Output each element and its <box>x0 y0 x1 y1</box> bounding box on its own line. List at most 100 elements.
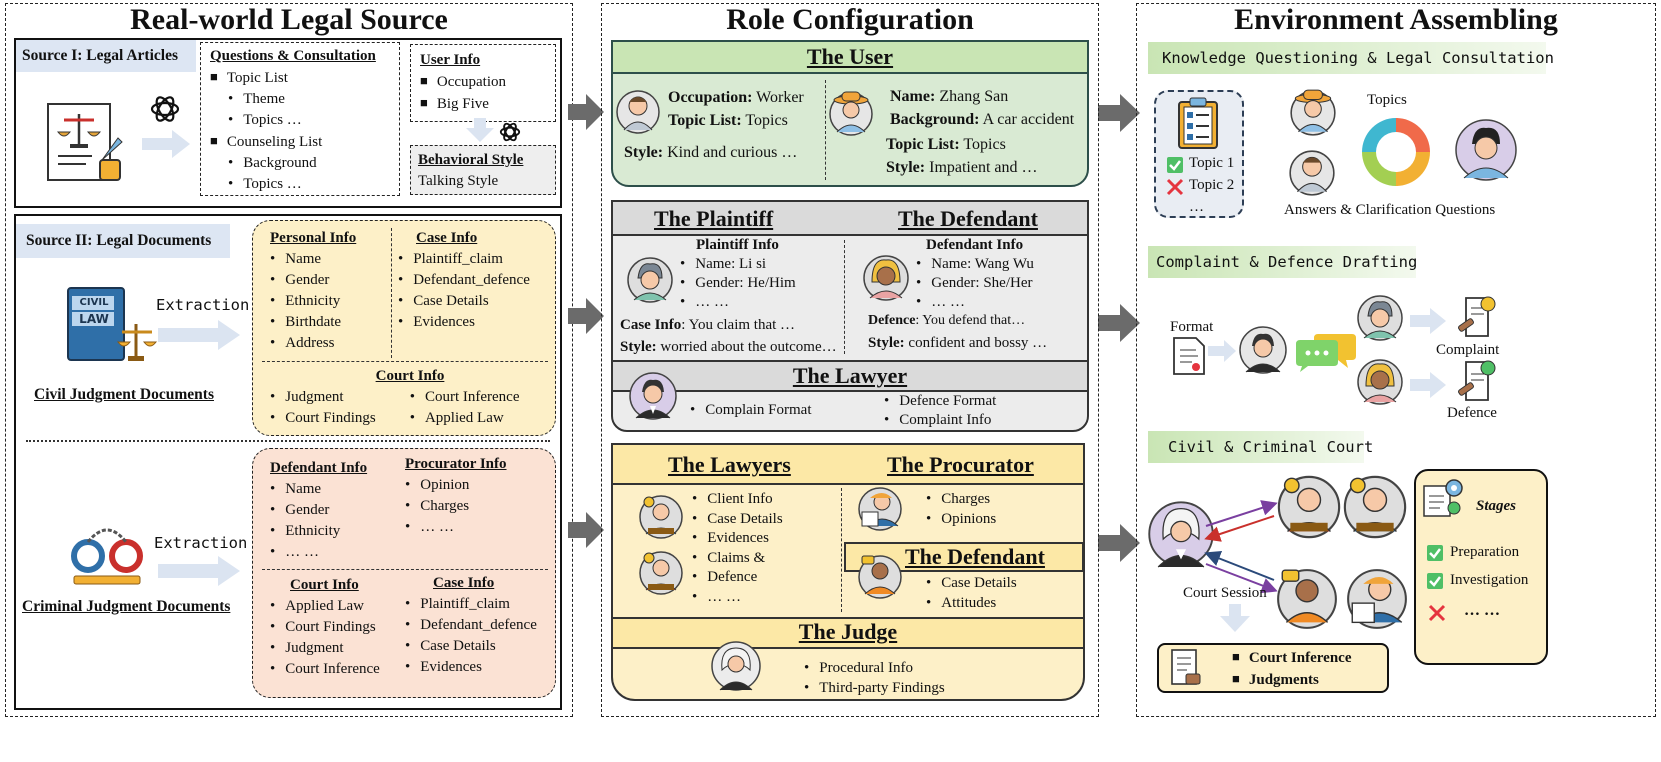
arrow-right-icon <box>158 320 240 350</box>
personal-info-title: Personal Info <box>270 230 357 246</box>
user-left-style-value: Kind and curious … <box>663 144 798 161</box>
court-info-item: Court Inference <box>410 387 520 408</box>
procurator-info-item: Opinion <box>405 475 507 496</box>
defendant-role-info-item: Name: Wang Wu <box>916 255 1034 274</box>
user-right-topic-value: Topics <box>959 136 1006 153</box>
defendant-title: The Defendant <box>898 206 1038 231</box>
user-left-occ-label: Occupation: <box>668 89 753 106</box>
user-card-header <box>611 40 1089 74</box>
format-document-icon <box>1173 337 1205 375</box>
qc-subitem: Topics … <box>228 110 376 131</box>
defendant-role-info-item: Gender: She/Her <box>916 274 1034 293</box>
user-right-name-label: Name: <box>890 88 936 105</box>
user-left-topic-label: Topic List: <box>668 112 742 129</box>
defendant-info-list: NameGenderEthnicity… … <box>270 479 367 563</box>
knowledge-title: Knowledge Questioning & Legal Consultati… <box>1162 49 1554 67</box>
behavioral-style-item: Talking Style <box>418 173 499 189</box>
user-left-style-label: Style: <box>624 144 664 161</box>
case-info-item: Evidences <box>398 312 530 333</box>
criminal-case-info-item: Case Details <box>405 636 537 657</box>
criminal-case-info-title: Case Info <box>433 575 495 591</box>
qc-subitem: Theme <box>228 89 376 110</box>
stages-gear-icon <box>1423 479 1463 517</box>
procurator-info-item: … … <box>405 517 507 538</box>
procurator-avatar-icon <box>858 487 902 531</box>
farmer-avatar-icon <box>1290 89 1336 136</box>
court-info-item: Court Findings <box>270 408 375 429</box>
plaintiff-title: The Plaintiff <box>654 206 774 231</box>
gpt-logo-icon <box>150 96 180 122</box>
arrow-right-icon <box>142 130 190 158</box>
criminal-case-info: Case Info Plaintiff_claimDefendant_defen… <box>405 573 537 678</box>
env-panel <box>1136 3 1656 717</box>
criminal-court-info-item: Applied Law <box>270 596 380 617</box>
criminal-court-info-item: Court Inference <box>270 659 380 680</box>
lawyers-info-item: Case Details <box>692 510 782 530</box>
user-info-title: User Info <box>420 52 481 68</box>
defendant-avatar-icon <box>1357 359 1403 405</box>
civil-divider <box>391 228 392 358</box>
topics-label: Topics <box>1367 92 1407 108</box>
clipboard-icon <box>1178 97 1218 149</box>
arrow-down-icon <box>1220 604 1250 632</box>
criminal-caption: Criminal Judgment Documents <box>22 598 231 615</box>
civil-badge-1: CIVIL <box>79 297 109 308</box>
defence-lawyer-avatar-icon <box>1343 475 1407 539</box>
plaintiff-case: Case Info: You claim that … Style: worri… <box>620 314 837 358</box>
civil-law-book-icon <box>67 287 158 361</box>
defendant-info-title: Defendant Info <box>270 460 368 476</box>
qc-subitem: Background <box>228 153 376 174</box>
procurator-title: The Procurator <box>887 452 1034 477</box>
user-card-divider <box>825 80 826 180</box>
procurator-info: Procurator Info OpinionCharges… … <box>405 454 507 538</box>
defendant-info-item: Name <box>270 479 367 500</box>
judge-items: Procedural InfoThird-party Findings <box>804 658 945 698</box>
criminal-defendant-list: Case DetailsAttitudes <box>926 574 1016 613</box>
civil-roles-card <box>611 200 1089 432</box>
procurator-items: ChargesOpinions <box>926 490 996 529</box>
plaintiff-lawyer-avatar-icon <box>639 551 683 595</box>
format-label: Format <box>1170 319 1214 335</box>
personal-info-item: Birthdate <box>270 312 356 333</box>
plaintiff-info-item: Gender: He/Him <box>680 274 795 293</box>
user-info-item: Occupation <box>420 71 506 93</box>
criminal-defendant-items: Case DetailsAttitudes <box>926 574 1016 613</box>
criminal-roles-header <box>611 443 1085 485</box>
plaintiff-style-label: Style: <box>620 339 657 355</box>
criminal-defendant-item: Case Details <box>926 574 1016 594</box>
extraction-label-1: Extraction <box>156 296 250 314</box>
defendant-role-info: Defendant Info Name: Wang WuGender: She/… <box>916 236 1034 312</box>
qc-item: Counseling List <box>210 131 376 153</box>
personal-info: Personal Info NameGenderEthnicityBirthda… <box>270 228 356 354</box>
procurator-role-list: ChargesOpinions <box>926 490 996 529</box>
criminal-court-info-item: Court Findings <box>270 617 380 638</box>
personal-info-list: NameGenderEthnicityBirthdateAddress <box>270 249 356 354</box>
court-output-item: Court Inference <box>1232 647 1352 669</box>
lawyers-info-item: Claims & <box>692 549 783 569</box>
arrow-down-icon <box>466 118 494 142</box>
court-session-label: Court Session <box>1183 585 1267 601</box>
lawyers-info-item: Client Info <box>692 490 783 510</box>
complaint-banner <box>1148 246 1416 278</box>
source2-box <box>14 214 562 710</box>
defendant-style-value: confident and bossy … <box>904 335 1048 351</box>
plaintiff-case-label: Case Info <box>620 317 682 333</box>
source2-separator <box>26 440 550 442</box>
answers-caption: Answers & Clarification Questions <box>1284 202 1496 218</box>
source-title: Real-world Legal Source <box>130 3 448 36</box>
cross-icon <box>1166 178 1184 196</box>
criminal-court-info-item: Judgment <box>270 638 380 659</box>
arrow-right-icon <box>1410 308 1446 334</box>
flow-arrow-icon <box>1098 94 1140 132</box>
judge-avatar-icon <box>1148 501 1214 568</box>
plaintiff-info: Plaintiff Info Name: Li siGender: He/Him… <box>680 236 795 312</box>
court-info-list: Court InferenceApplied Law <box>410 387 520 429</box>
lawyer-info-item: Defence Format <box>884 392 996 411</box>
complaint-title: Complaint & Defence Drafting <box>1156 253 1418 271</box>
defendant-role-info-item: … … <box>916 293 1034 312</box>
judge-info-item: Procedural Info <box>804 658 945 678</box>
criminal-defendant-avatar-icon <box>858 555 902 599</box>
qc-item: Topic List <box>210 67 376 89</box>
topic-2: Topic 2 <box>1189 177 1235 193</box>
